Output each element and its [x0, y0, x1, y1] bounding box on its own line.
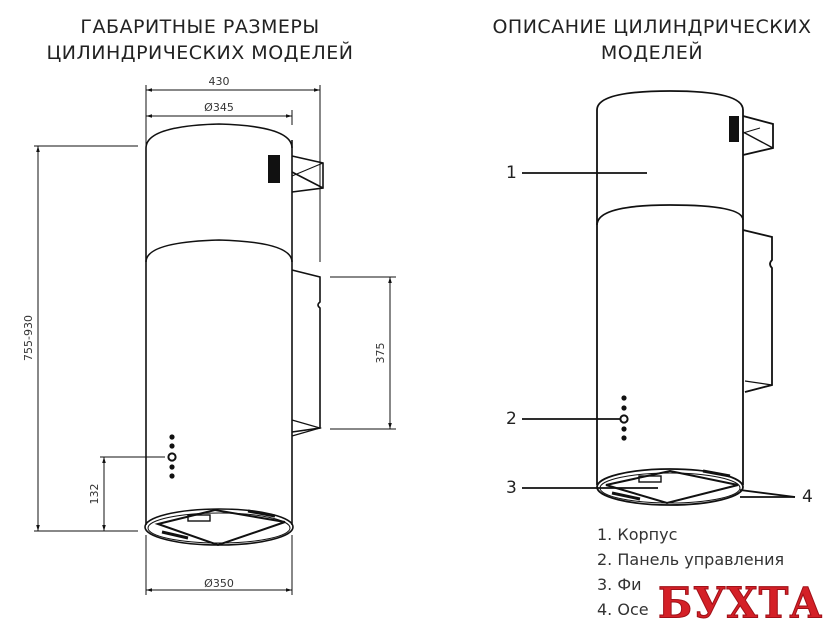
control-panel-buttons-left — [167, 434, 177, 479]
callout-2: 2 — [506, 409, 517, 429]
callout-3: 3 — [506, 478, 517, 498]
control-panel-buttons-right — [619, 395, 629, 441]
dimensions-title-line-2: ЦИЛИНДРИЧЕСКИХ МОДЕЛЕЙ — [46, 42, 354, 64]
hood-description-drawing — [522, 90, 796, 506]
description-title-line-1: ОПИСАНИЕ ЦИЛИНДРИЧЕСКИХ — [492, 16, 812, 38]
dim-diameter-top: Ø345 — [204, 101, 234, 114]
legend-item-2: 2. Панель управления — [597, 550, 785, 569]
callout-1: 1 — [506, 163, 517, 183]
dimensions-title: ГАБАРИТНЫЕ РАЗМЕРЫ ЦИЛИНДРИЧЕСКИХ МОДЕЛЕ… — [0, 14, 400, 66]
legend-item-1: 1. Корпус — [597, 525, 678, 544]
dim-overall-width: 430 — [209, 75, 230, 88]
parts-legend: 1. Корпус 2. Панель управления 3. Фи 4. … — [597, 522, 784, 622]
callout-4: 4 — [802, 487, 813, 507]
hood-dimension-drawing — [34, 85, 396, 595]
watermark-logo: БУХТА — [657, 578, 824, 629]
watermark-backdrop — [655, 582, 830, 632]
description-title-line-2: МОДЕЛЕЙ — [600, 42, 704, 64]
dim-control-panel-height: 132 — [88, 484, 101, 505]
description-title: ОПИСАНИЕ ЦИЛИНДРИЧЕСКИХ МОДЕЛЕЙ — [470, 14, 834, 66]
dim-bracket-height: 375 — [374, 343, 387, 364]
dim-height-range: 755-930 — [22, 315, 35, 361]
dimensions-title-line-1: ГАБАРИТНЫЕ РАЗМЕРЫ — [80, 16, 320, 38]
legend-item-4: 4. Осе — [597, 600, 649, 619]
dim-diameter-bottom: Ø350 — [204, 577, 234, 590]
legend-item-3: 3. Фи — [597, 575, 642, 594]
